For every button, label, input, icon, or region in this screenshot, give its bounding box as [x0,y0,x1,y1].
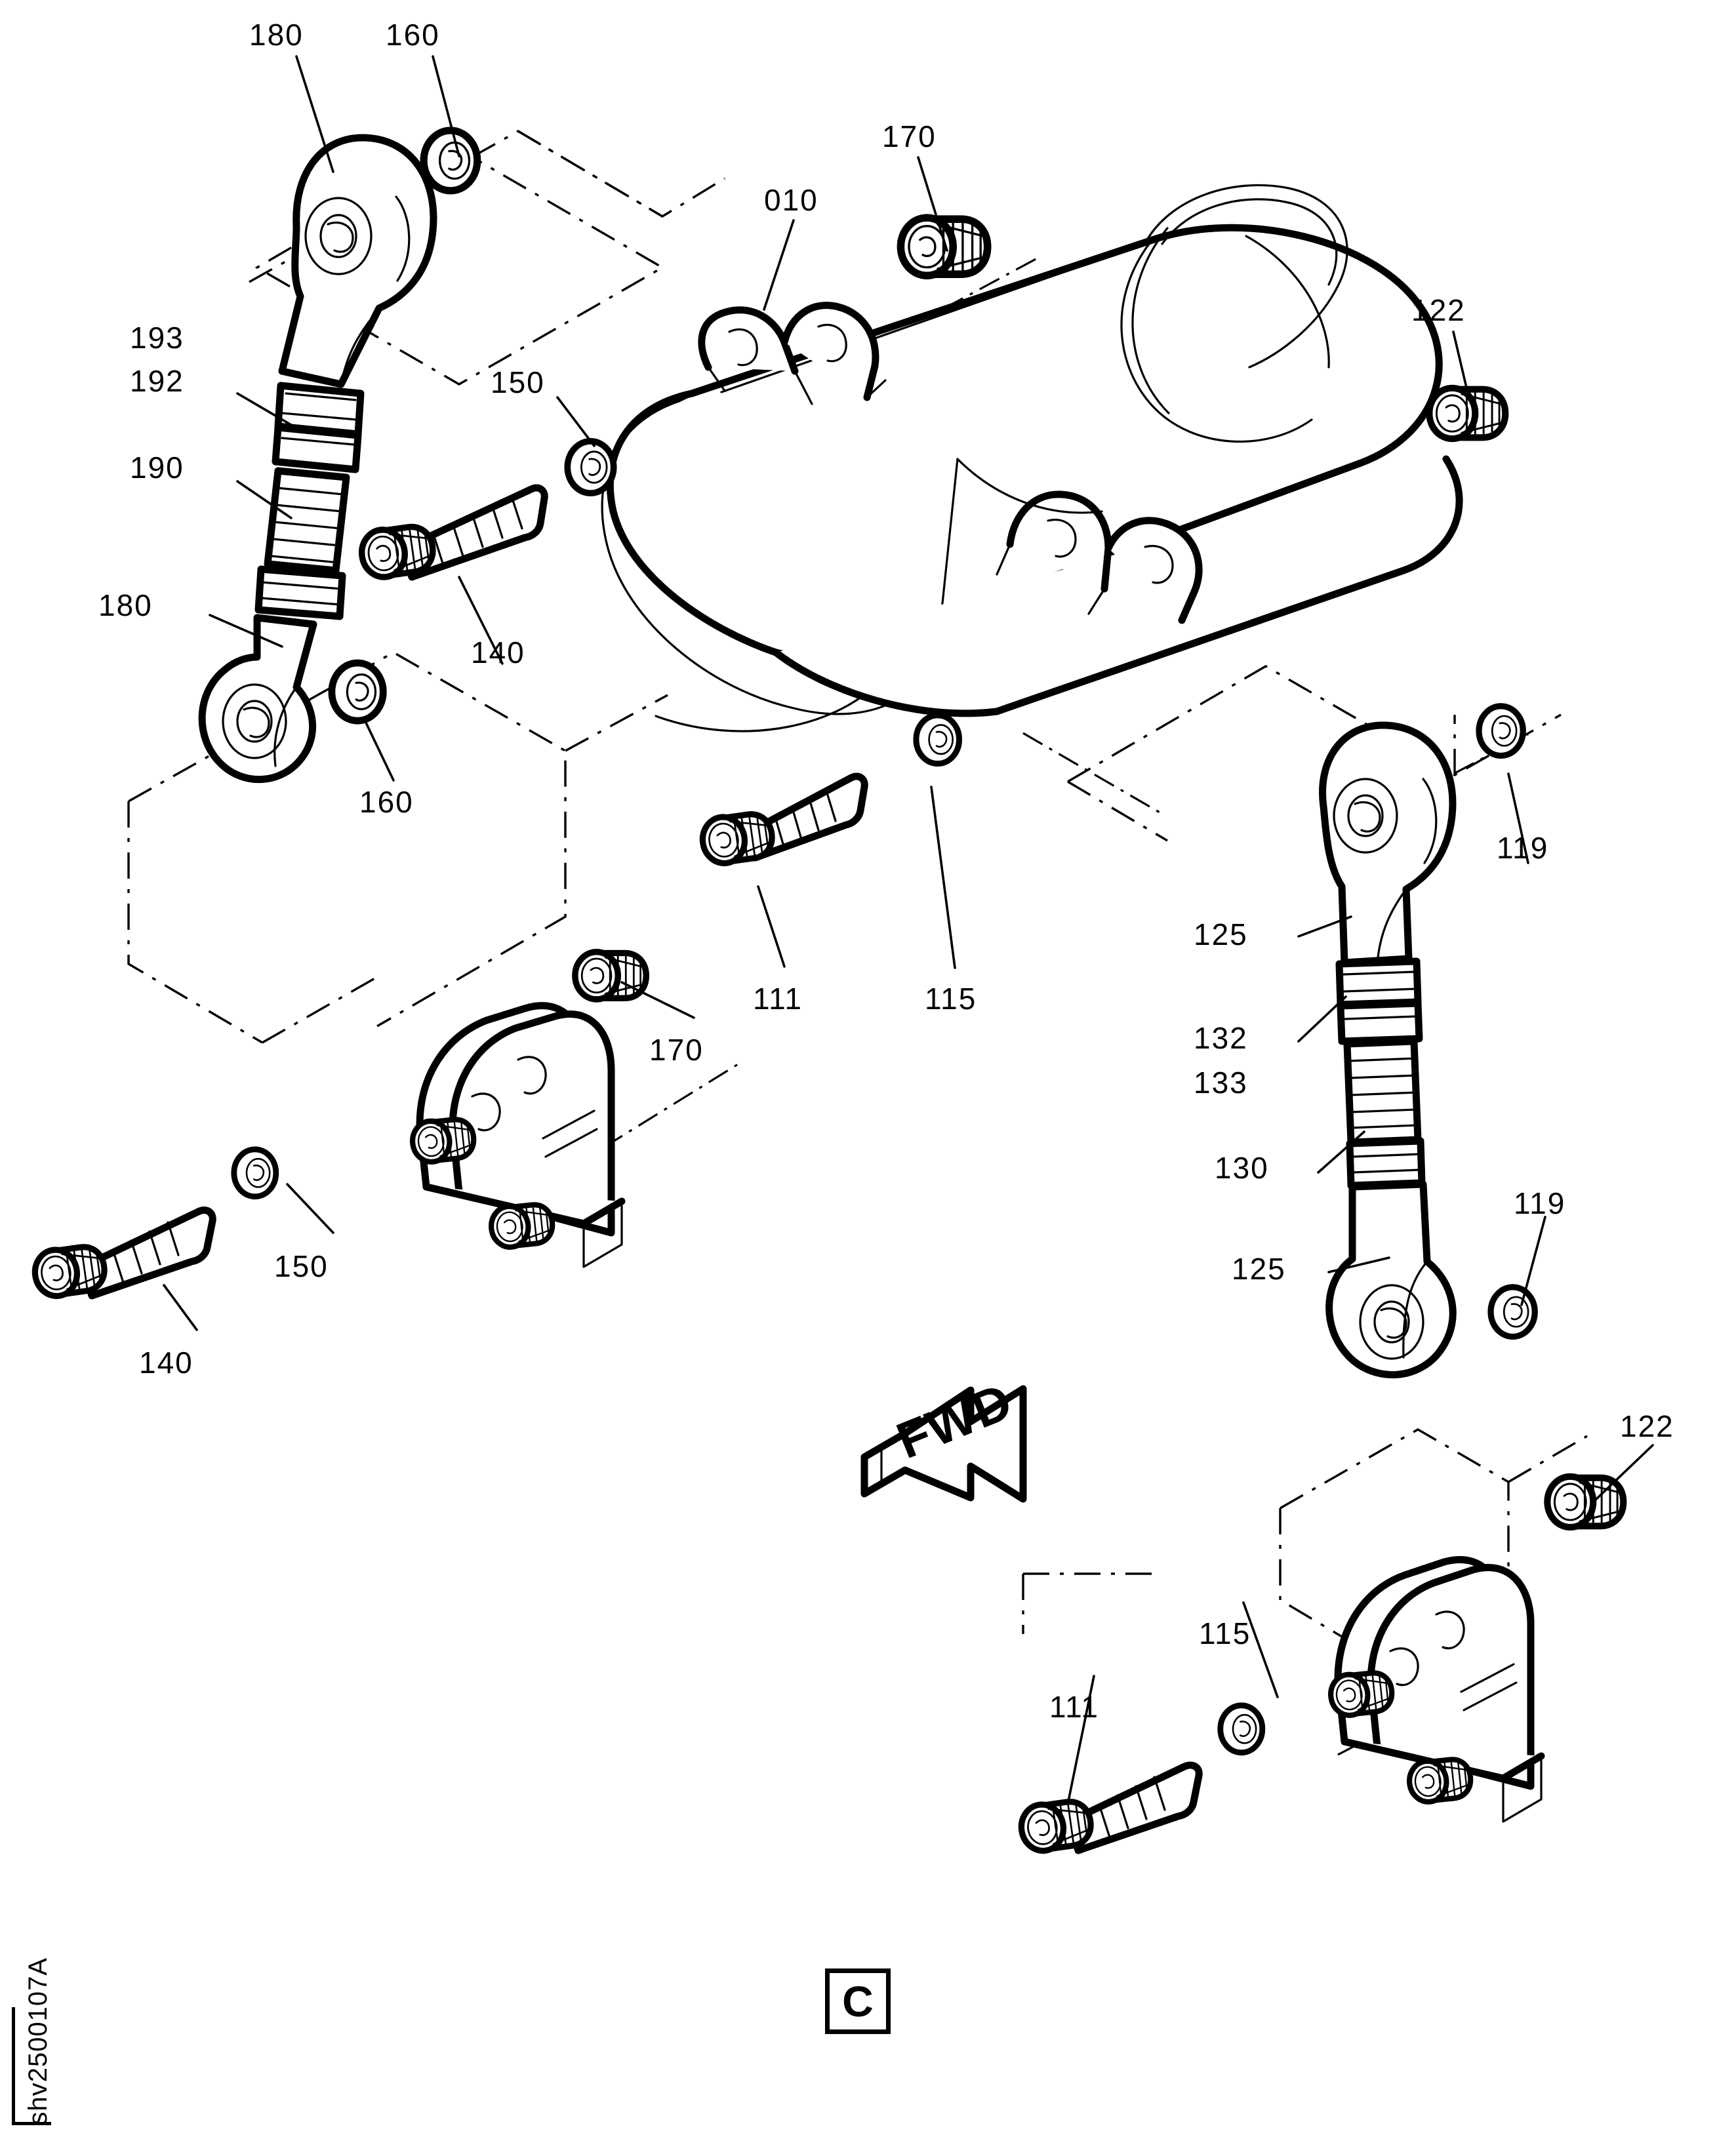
left-mount-bracket [411,1002,626,1268]
callout-133: 133 [1194,1066,1248,1100]
flange-nut-170-bottom [575,952,646,999]
flange-bolt-140-middle [359,484,548,580]
callout-132: 132 [1194,1021,1248,1055]
callout-115-bot: 115 [1199,1616,1251,1650]
flange-bolt-111-middle [700,772,868,866]
muffler-body [601,184,1463,732]
right-link-rod-assembly [1319,721,1457,1378]
flange-bolt-140-bottom [32,1207,216,1299]
callout-140-mid: 140 [471,635,525,669]
callout-125-bot: 125 [1232,1252,1286,1286]
callout-180-top: 180 [249,18,304,52]
callout-192: 192 [130,364,184,398]
flange-nut-170-top [900,218,987,275]
fwd-direction-arrow: FWD [860,1372,1027,1503]
callout-111-bot: 111 [1049,1690,1099,1724]
callout-160-bot: 160 [359,785,414,819]
washer-160-top [424,130,477,191]
callout-010: 010 [764,183,818,217]
left-link-rod-assembly [198,134,437,784]
drawing-code-rule-horizontal [12,2122,51,2125]
drawing-code-text: shv2500107A [24,1957,52,2125]
drawing-code-rule-vertical [12,2007,15,2125]
callout-170-bot: 170 [649,1033,704,1067]
washer-160-bottom [332,663,383,721]
callout-115-mid: 115 [925,982,977,1016]
drawing-code-block: shv2500107A [12,1850,58,2125]
callout-122-top: 122 [1411,293,1466,327]
callout-193: 193 [130,321,184,355]
leader-lines [163,55,1654,1799]
callout-170-top: 170 [882,119,937,153]
callout-125-top: 125 [1194,917,1248,951]
section-letter: C [842,1977,874,2026]
washer-150-middle [567,441,613,493]
callout-190: 190 [130,450,184,485]
callout-122-bot: 122 [1620,1409,1674,1443]
callout-130: 130 [1215,1151,1269,1185]
callout-140-bot: 140 [139,1346,193,1380]
washer-115-middle [916,715,959,764]
callout-119-bot: 119 [1514,1186,1566,1220]
callout-111-mid: 111 [753,982,803,1016]
flange-bolt-111-bottom [1019,1761,1203,1854]
callout-180-mid: 180 [98,588,153,622]
washer-119-bottom [1491,1287,1535,1337]
callout-150-bot: 150 [274,1249,329,1283]
callout-150-mid: 150 [491,365,545,399]
right-mount-bracket [1329,1555,1545,1823]
phantom-assembly-lines [127,130,1588,1659]
section-letter-box: C [825,1968,891,2034]
callout-119-top: 119 [1497,831,1549,865]
washer-115-bottom [1221,1706,1262,1753]
washer-150-bottom [234,1149,276,1197]
callout-160-top: 160 [386,18,440,52]
washer-119-top [1479,706,1523,756]
